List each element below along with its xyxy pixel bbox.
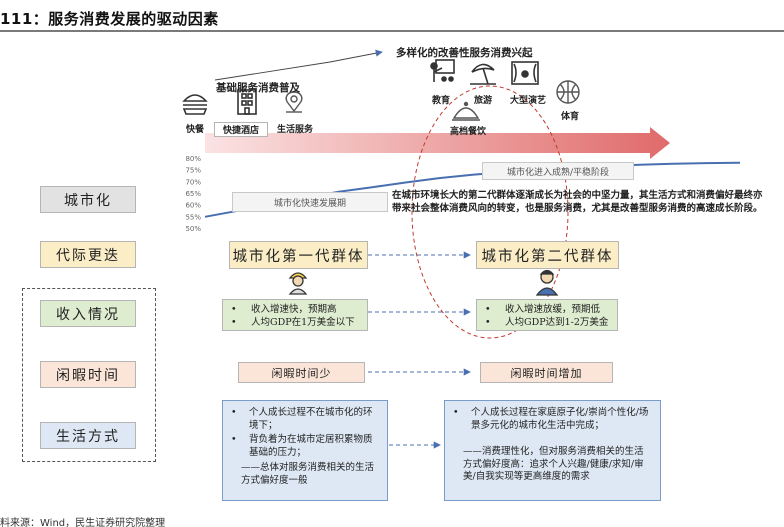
chart-y-tick-label: 80%	[185, 155, 201, 163]
label-lifestyle: 生活方式	[40, 422, 136, 449]
basic-consumption-title: 基础服务消费普及	[216, 82, 300, 94]
urbanization-description: 在城市环境长大的第二代群体逐渐成长为社会的中坚力量，其生活方式和消费偏好最终亦带…	[392, 190, 763, 214]
chart-y-tick-label: 55%	[185, 213, 201, 221]
mature-stage-label: 城市化进入成熟/平稳阶段	[482, 162, 634, 180]
dashed-frame	[22, 288, 156, 462]
office-worker-icon	[535, 269, 559, 296]
icon-label-performance: 大型演艺	[510, 96, 547, 106]
fine-dining-icon	[452, 101, 480, 121]
icon-label-fine-dining: 高档餐饮	[450, 127, 487, 137]
sports-icon	[556, 80, 580, 104]
title-divider	[0, 30, 784, 32]
label-leisure: 闲暇时间	[40, 361, 136, 388]
life-service-icon	[285, 91, 303, 113]
icon-label-travel: 旅游	[474, 96, 493, 106]
diverse-consumption-title: 多样化的改善性服务消费兴起	[396, 47, 533, 59]
stage-icon	[511, 61, 539, 85]
first-income-line-1: 收入增速快，预期高	[231, 303, 359, 316]
chart-y-tick-label: 65%	[185, 190, 201, 198]
education-icon	[430, 59, 455, 82]
highlight-ellipse	[411, 85, 569, 339]
first-generation-box: 城市化第一代群体	[229, 241, 368, 269]
icon-label-life-service: 生活服务	[277, 125, 314, 135]
chart-y-tick-label: 60%	[185, 202, 201, 210]
chart-y-tick-label: 50%	[185, 225, 201, 233]
first-lifestyle-summary: ——总体对服务消费相关的生活方式偏好度一般	[241, 462, 375, 486]
chart-y-ticks: 80% 75% 70% 65% 60% 55% 50%	[185, 155, 201, 233]
second-lifestyle-bullet-1: 个人成长过程在家庭原子化/崇尚个性化/场景多元化的城市化生活中完成；	[453, 407, 652, 432]
source-note: 料来源：Wind，民生证券研究院整理	[0, 518, 166, 527]
icon-label-fastfood: 快餐	[186, 125, 205, 135]
second-income-line-2: 人均GDP达到1-2万美金	[485, 316, 609, 329]
second-lifestyle-summary: ——消费理性化，但对服务消费相关的生活方式偏好度高：追求个人兴趣/健康/求知/审…	[463, 446, 644, 482]
label-income: 收入情况	[40, 300, 136, 327]
icon-label-hotel: 快捷酒店	[214, 122, 269, 137]
worker-icon	[288, 272, 308, 295]
fastfood-icon	[182, 94, 208, 115]
label-urbanization: 城市化	[40, 186, 136, 213]
first-lifestyle-bullet-2: 背负着为在城市定居积累物质基础的压力；	[231, 434, 379, 459]
icon-label-education: 教育	[432, 96, 451, 106]
second-income-line-1: 收入增速放缓，预期低	[485, 303, 609, 316]
first-income-line-2: 人均GDP在1万美金以下	[231, 316, 359, 329]
progress-arrow	[205, 127, 670, 159]
second-generation-box: 城市化第二代群体	[476, 241, 619, 269]
chart-y-tick-label: 70%	[185, 178, 201, 186]
hotel-icon	[237, 89, 257, 115]
second-leisure-box: 闲暇时间增加	[480, 362, 613, 383]
diverse-arrow	[214, 49, 383, 81]
second-lifestyle-box: 个人成长过程在家庭原子化/崇尚个性化/场景多元化的城市化生活中完成； ——消费理…	[444, 400, 661, 501]
chart-y-tick-label: 75%	[185, 167, 201, 175]
first-lifestyle-box: 个人成长过程不在城市化的环境下； 背负着为在城市定居积累物质基础的压力； ——总…	[222, 400, 388, 501]
first-leisure-box: 闲暇时间少	[238, 362, 365, 383]
travel-icon	[470, 63, 496, 85]
first-income-box: 收入增速快，预期高 人均GDP在1万美金以下	[222, 299, 368, 331]
label-generation: 代际更迭	[40, 241, 136, 268]
first-lifestyle-bullet-1: 个人成长过程不在城市化的环境下；	[231, 407, 379, 432]
icon-label-sports: 体育	[561, 112, 580, 122]
fast-development-label: 城市化快速发展期	[232, 192, 388, 212]
second-income-box: 收入增速放缓，预期低 人均GDP达到1-2万美金	[476, 299, 618, 331]
page-title: 111：服务消费发展的驱动因素	[0, 10, 219, 28]
